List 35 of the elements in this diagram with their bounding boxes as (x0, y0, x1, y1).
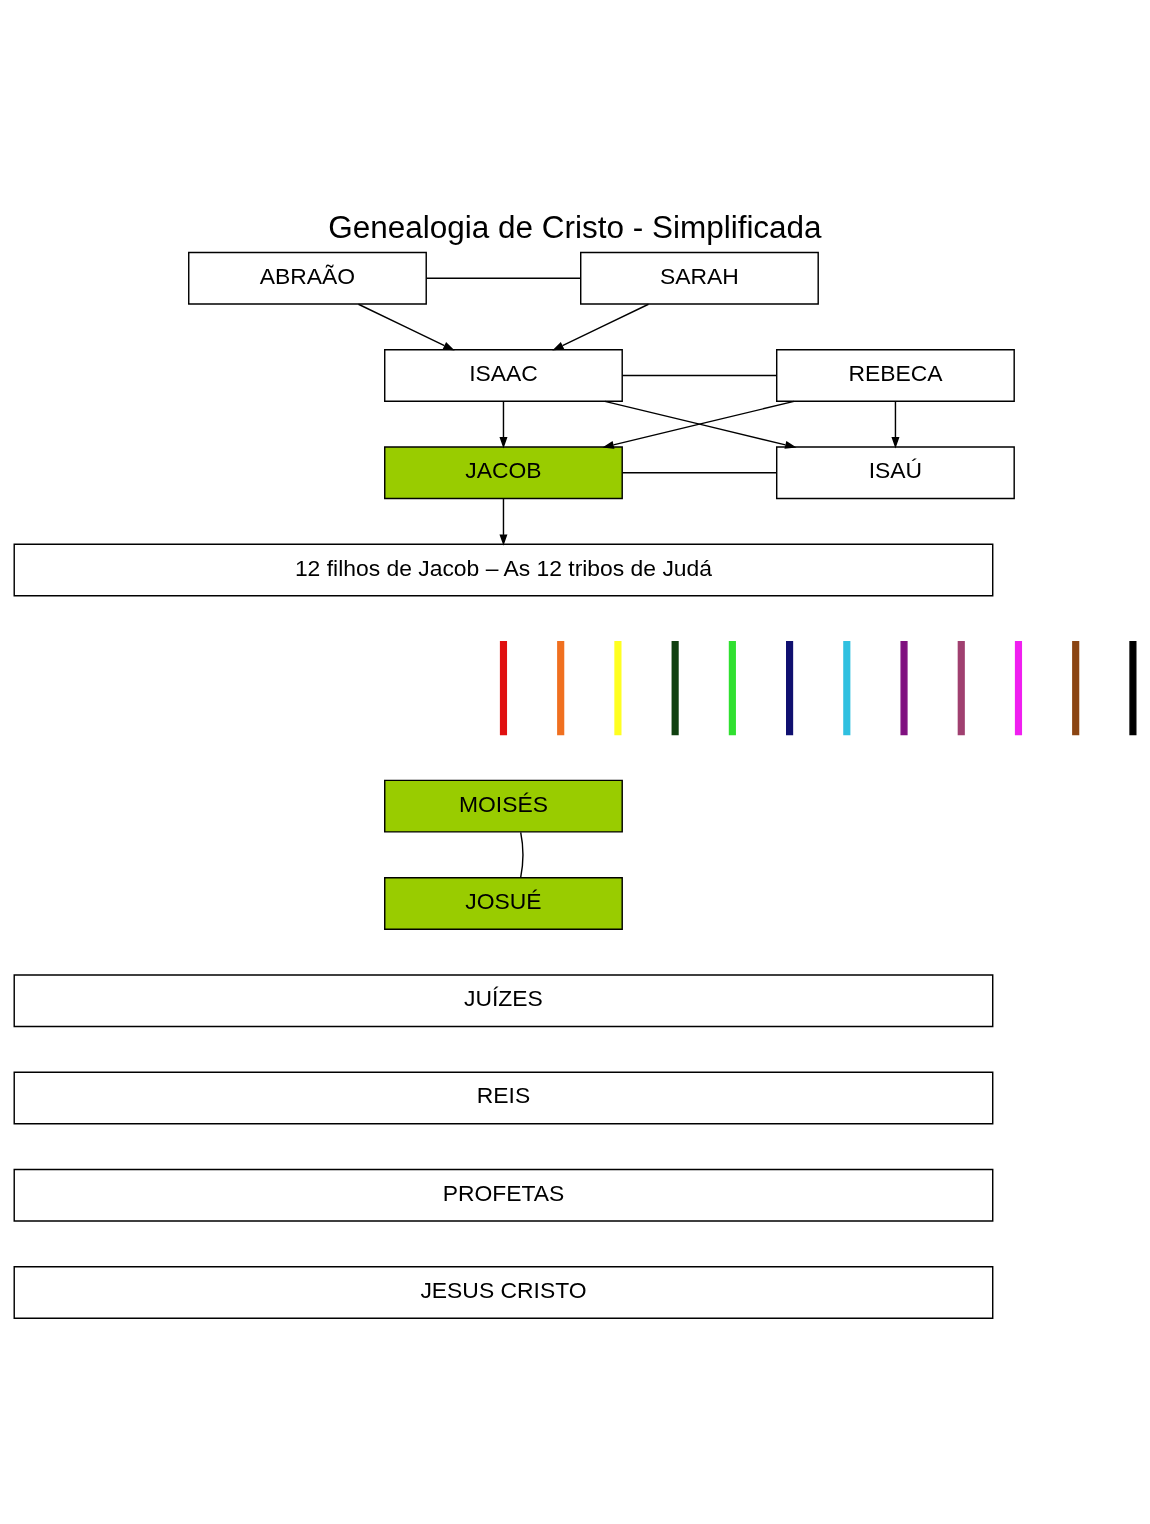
node-bar (671, 640, 679, 735)
arrow (891, 400, 900, 449)
node-bar (843, 640, 851, 735)
arrow (552, 303, 650, 351)
node-box: JUÍZES (13, 973, 994, 1027)
node-box: ISAAC (384, 348, 623, 402)
node-box: JESUS CRISTO (13, 1265, 994, 1319)
arrow (499, 497, 508, 546)
node-bar (614, 640, 622, 735)
node-box: MOISÉS (384, 779, 623, 833)
node-bar (900, 640, 908, 735)
node-box: ABRAÃO (188, 251, 427, 305)
node-bar (728, 640, 736, 735)
node-box: ISAÚ (776, 445, 1015, 499)
node-bar (957, 640, 965, 735)
connector (425, 277, 582, 279)
node-box: REBECA (776, 348, 1015, 402)
connector (520, 831, 524, 878)
node-box: JOSUÉ (384, 876, 623, 930)
arrow (499, 400, 508, 449)
node-bar (1014, 640, 1023, 735)
node-box: 12 filhos de Jacob – As 12 tribos de Judá (13, 543, 994, 597)
node-bar (499, 640, 508, 735)
node-bar (1129, 640, 1137, 735)
node-box: PROFETAS (13, 1168, 994, 1222)
node-box: REIS (13, 1071, 994, 1124)
node-box: SARAH (580, 251, 819, 305)
node-box: JACOB (384, 445, 623, 499)
diagram-title: Genealogia de Cristo - Simplificada (328, 209, 822, 245)
node-bar (786, 640, 794, 735)
node-bar (1072, 640, 1080, 735)
node-bar (557, 640, 565, 735)
arrow (357, 303, 455, 351)
connector (621, 471, 778, 474)
connector (621, 374, 778, 376)
